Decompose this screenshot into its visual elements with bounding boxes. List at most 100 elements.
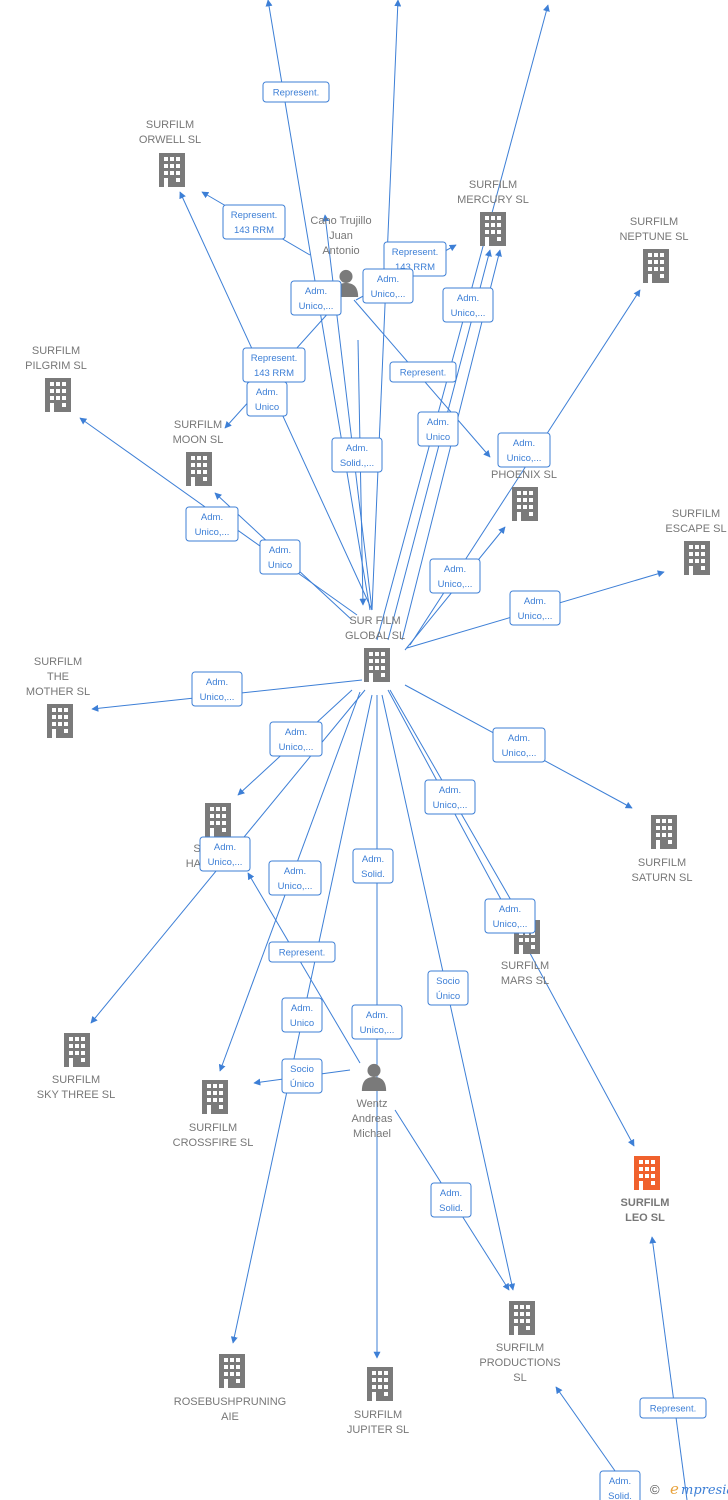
node-label: ESCAPE SL — [665, 523, 726, 535]
relation-label[interactable]: Adm.Unico,... — [199, 836, 251, 872]
relation-label[interactable]: Adm.Unico,... — [484, 898, 536, 934]
node-phoenix[interactable]: PHOENIX SL — [491, 469, 557, 521]
relation-label[interactable]: Represent. — [262, 81, 330, 103]
node-label: ROSEBUSHPRUNING — [174, 1396, 286, 1408]
relation-box — [281, 997, 323, 1033]
relation-label[interactable]: Adm.Solid. — [352, 848, 394, 884]
relation-text: Adm. — [206, 677, 228, 688]
node-label: SURFILM — [174, 419, 222, 431]
node-label: NEPTUNE SL — [619, 231, 688, 243]
relation-box — [281, 1058, 323, 1094]
relation-label[interactable]: Adm.Unico — [259, 539, 301, 575]
relation-text: Solid. — [439, 1203, 463, 1214]
relation-label[interactable]: Adm.Solid. — [599, 1470, 641, 1500]
relation-box — [262, 81, 330, 103]
relation-label[interactable]: Adm.Unico — [417, 411, 459, 447]
node-label: MOON SL — [173, 434, 224, 446]
node-label: Andreas — [352, 1113, 393, 1125]
relation-label[interactable]: Adm.Unico,... — [351, 1004, 403, 1040]
copyright-symbol: © — [650, 1482, 660, 1497]
relation-label[interactable]: Adm. Solid. — [430, 1182, 472, 1218]
node-surfilm-moon[interactable]: SURFILM MOON SL — [173, 419, 224, 486]
node-label: GLOBAL SL — [345, 630, 405, 642]
relation-box — [509, 590, 561, 626]
relation-label[interactable]: Adm.Unico,... — [492, 727, 546, 763]
relation-box — [429, 558, 481, 594]
building-icon — [634, 1156, 660, 1190]
relation-box — [222, 204, 286, 240]
node-surfilm-leo[interactable]: SURFILM LEO SL — [621, 1156, 670, 1224]
relation-text: Adm. — [440, 1188, 462, 1199]
relation-text: Adm. — [427, 417, 449, 428]
node-label: JUPITER SL — [347, 1424, 409, 1436]
relation-text: Adm. — [291, 1003, 313, 1014]
building-icon — [367, 1367, 393, 1401]
node-surfilm-escape[interactable]: SURFILM ESCAPE SL — [665, 508, 727, 575]
relation-label[interactable]: Adm.Unico,... — [429, 558, 481, 594]
relation-label[interactable]: Represent. — [268, 941, 336, 963]
relation-label[interactable]: Adm.Unico,... — [290, 280, 342, 316]
relation-label[interactable]: Adm.Unico,... — [509, 590, 561, 626]
node-label: LEO SL — [625, 1212, 665, 1224]
relation-label[interactable]: Represent.143 RRM — [383, 241, 447, 277]
node-label: Michael — [353, 1128, 391, 1140]
relation-text: 143 RRM — [234, 225, 274, 236]
relation-label[interactable]: Represent.143 RRM — [242, 347, 306, 383]
node-label: SURFILM — [672, 508, 720, 520]
relation-label[interactable]: Adm.Unico,... — [191, 671, 243, 707]
relation-label[interactable]: Adm.Unico,... — [268, 860, 322, 896]
relation-box — [442, 287, 494, 323]
relation-text: Represent. — [400, 368, 446, 379]
relation-text: Unico,... — [195, 527, 230, 538]
relation-label[interactable]: Adm.Unico,... — [362, 268, 414, 304]
node-label: THE — [47, 671, 69, 683]
relation-box — [430, 1182, 472, 1218]
relation-label[interactable]: Adm.Unico,... — [185, 506, 239, 542]
relation-label[interactable]: Adm.Unico — [246, 381, 288, 417]
node-label: SURFILM — [638, 857, 686, 869]
relation-box — [352, 848, 394, 884]
relation-box — [331, 437, 383, 473]
relation-edge — [371, 0, 402, 611]
node-label: SURFILM — [146, 119, 194, 131]
relation-label[interactable]: Represent.143 RRM — [222, 204, 286, 240]
node-label: Juan — [329, 230, 353, 242]
relation-label[interactable]: Adm.Unico,... — [442, 287, 494, 323]
building-icon — [684, 541, 710, 575]
relation-label[interactable]: Represent. — [389, 361, 457, 383]
node-label: SURFILM — [496, 1342, 544, 1354]
relation-text: Adm. — [362, 854, 384, 865]
relation-text: Adm. — [513, 438, 535, 449]
relation-label[interactable]: Adm.Unico,... — [269, 721, 323, 757]
node-label: SURFILM — [621, 1197, 670, 1209]
relation-label[interactable]: Adm.Unico,... — [424, 779, 476, 815]
relation-label[interactable]: Adm.Solid.,... — [331, 437, 383, 473]
relation-label[interactable]: Represent. — [639, 1397, 707, 1419]
relation-label[interactable]: Adm.Unico — [281, 997, 323, 1033]
relation-label[interactable]: Adm.Unico,... — [497, 432, 551, 468]
building-icon — [509, 1301, 535, 1335]
brand-name: mpresia — [681, 1483, 728, 1498]
relation-text: Unico,... — [433, 800, 468, 811]
relation-text: Unico,... — [493, 919, 528, 930]
node-label: PRODUCTIONS — [479, 1357, 560, 1369]
building-icon — [364, 648, 390, 682]
